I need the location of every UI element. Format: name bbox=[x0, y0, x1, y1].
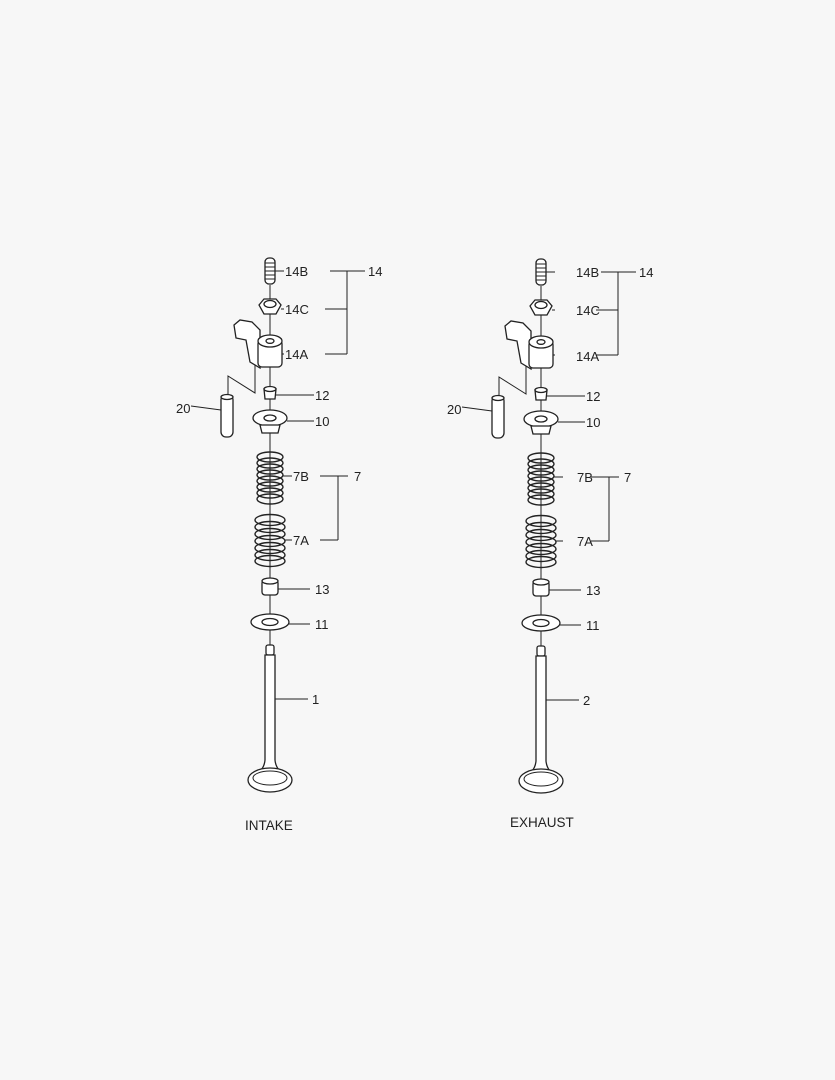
label-14B: 14B bbox=[576, 265, 600, 280]
label-14A: 14A bbox=[285, 347, 309, 362]
label-7A: 7A bbox=[577, 534, 593, 549]
label-12: 12 bbox=[315, 388, 330, 403]
intake-assembly bbox=[190, 257, 366, 793]
label-14: 14 bbox=[639, 265, 654, 280]
label-13: 13 bbox=[315, 582, 330, 597]
label-11: 11 bbox=[315, 617, 329, 632]
label-13: 13 bbox=[586, 583, 601, 598]
label-7: 7 bbox=[624, 470, 632, 485]
label-10: 10 bbox=[315, 414, 330, 429]
exhaust-assembly bbox=[461, 258, 637, 794]
label-7: 7 bbox=[354, 469, 362, 484]
caption-intake: INTAKE bbox=[245, 818, 293, 833]
label-20: 20 bbox=[176, 401, 191, 416]
label-20: 20 bbox=[447, 402, 462, 417]
caption-exhaust: EXHAUST bbox=[510, 815, 574, 830]
label-7B: 7B bbox=[293, 469, 309, 484]
label-10: 10 bbox=[586, 415, 601, 430]
label-7B: 7B bbox=[577, 470, 593, 485]
label-14A: 14A bbox=[576, 349, 600, 364]
label-14C: 14C bbox=[576, 303, 600, 318]
label-valve-1: 1 bbox=[312, 692, 320, 707]
label-14B: 14B bbox=[285, 264, 309, 279]
label-11: 11 bbox=[586, 618, 600, 633]
label-14: 14 bbox=[368, 264, 383, 279]
label-14C: 14C bbox=[285, 302, 309, 317]
label-7A: 7A bbox=[293, 533, 309, 548]
label-12: 12 bbox=[586, 389, 601, 404]
label-valve-2: 2 bbox=[583, 693, 591, 708]
